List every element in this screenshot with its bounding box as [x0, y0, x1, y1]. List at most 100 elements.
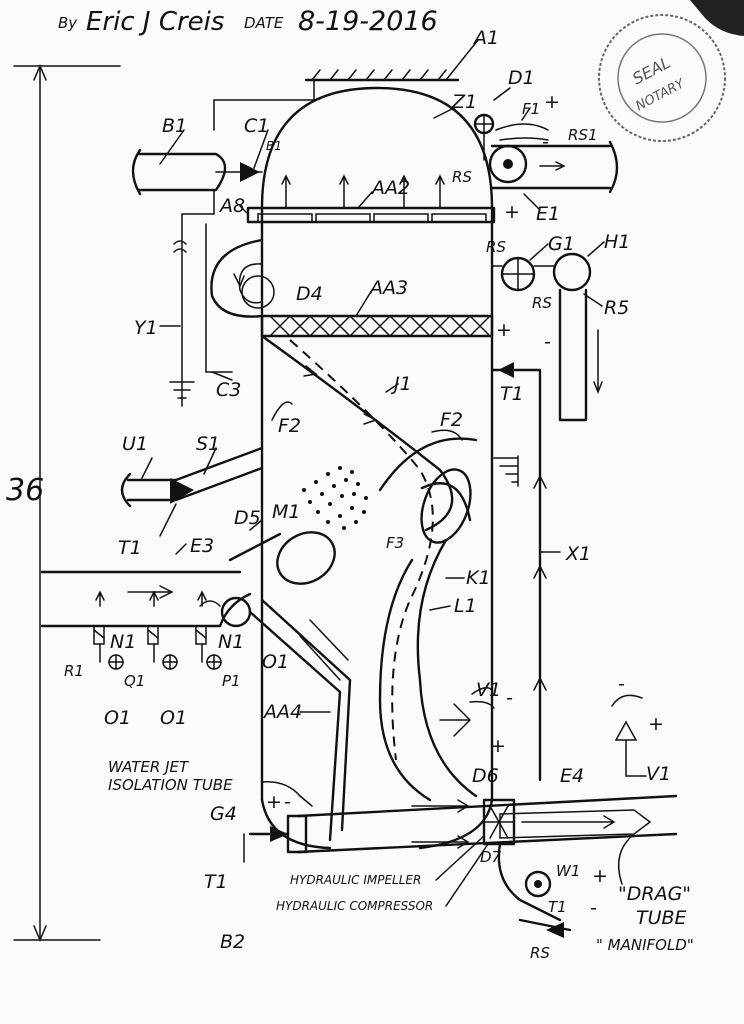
note-drag: "DRAG": [618, 883, 691, 905]
top-support-bar: [213, 39, 479, 131]
label-g1: G1: [548, 233, 575, 255]
label-e3: E3: [190, 535, 214, 557]
label-n1-a: N1: [110, 631, 136, 653]
filter-plate-aa2: [246, 174, 496, 224]
bubble-field-m1: [302, 466, 368, 530]
date-label: DATE: [244, 14, 284, 32]
label-k1: K1: [466, 567, 491, 589]
label-d1: D1: [508, 67, 535, 89]
label-t1-a: T1: [500, 383, 524, 405]
label-c3: C3: [216, 379, 241, 401]
label-f2: F2: [278, 415, 301, 437]
jet-pipe-e3: [40, 519, 352, 842]
notary-seal: SEAL NOTARY: [598, 14, 726, 142]
label-x1: X1: [565, 543, 591, 565]
label-v1-b: V1: [646, 763, 671, 785]
note-water-jet: WATER JET: [108, 758, 190, 776]
label-aa3: AA3: [368, 277, 408, 299]
label-p1: P1: [222, 672, 241, 690]
author-prefix: By: [58, 14, 78, 32]
label-c1: C1: [244, 115, 269, 137]
label-rs-b: RS: [486, 238, 506, 256]
label-b1-small: B1: [266, 139, 282, 153]
height-value: 36: [6, 473, 44, 508]
sign-plus-e1: +: [504, 201, 520, 223]
label-r5: R5: [604, 297, 629, 319]
label-s1: S1: [196, 433, 220, 455]
sign-plus-g4: +: [266, 791, 282, 813]
note-hydraulic-impeller: HYDRAULIC IMPELLER: [290, 873, 421, 887]
label-j1: J1: [390, 373, 412, 395]
label-rs-d: RS: [530, 944, 550, 962]
label-d4: D4: [296, 283, 323, 305]
label-aa2: AA2: [370, 177, 410, 199]
label-e4: E4: [560, 765, 584, 787]
sign-plus-v1-b: +: [648, 713, 664, 735]
nozzle-row-n1: [93, 590, 222, 670]
note-hydraulic-compressor: HYDRAULIC COMPRESSOR: [276, 899, 433, 913]
label-h1: H1: [604, 231, 630, 253]
label-aa4: AA4: [262, 701, 302, 723]
valve-v1-inner: [439, 687, 495, 737]
drag-tube-manifold: [243, 694, 678, 938]
label-t1-d: T1: [548, 898, 567, 916]
sign-minus-g4: -: [284, 791, 291, 813]
sign-plus-f1: +: [544, 91, 560, 113]
sign-plus-w1: +: [592, 865, 608, 887]
mesh-screen-aa3: [260, 289, 494, 338]
pointer-drag-tube: [617, 835, 633, 885]
sign-minus-g1: -: [544, 331, 551, 353]
label-w1: W1: [556, 862, 580, 880]
label-a8: A8: [218, 195, 245, 217]
injector-u1: [120, 446, 264, 537]
sign-plus-v1: +: [490, 735, 506, 757]
label-e1: E1: [536, 203, 560, 225]
label-o1-b: O1: [104, 707, 131, 729]
label-a1: A1: [472, 27, 499, 49]
sign-plus-g1: +: [496, 319, 512, 341]
label-r1: R1: [64, 662, 84, 680]
label-t1-b: T1: [118, 537, 142, 559]
label-y1: Y1: [134, 317, 158, 339]
pointer-impeller: [435, 835, 489, 907]
inlet-pipe-b1: [131, 129, 269, 196]
label-f1: F1: [522, 100, 540, 118]
note-isolation-tube: ISOLATION TUBE: [108, 776, 233, 794]
bypass-loop-d4: [210, 238, 275, 318]
label-t1-c: T1: [204, 871, 228, 893]
note-tube: TUBE: [636, 907, 687, 929]
label-f2-b: F2: [440, 409, 463, 431]
label-b1: B1: [162, 115, 187, 137]
label-l1: L1: [454, 595, 477, 617]
label-o1: O1: [262, 651, 289, 673]
scan-corner-shadow: [690, 0, 744, 36]
return-line-x1: [490, 362, 561, 782]
label-q1: Q1: [124, 672, 145, 690]
label-rs: RS: [452, 168, 472, 186]
sign-minus-v1: -: [506, 687, 513, 709]
internal-flow-paths: [260, 334, 478, 802]
height-dimension: 36: [6, 64, 121, 942]
label-u1: U1: [122, 433, 148, 455]
label-b2: B2: [220, 931, 245, 953]
pointer-isolation-tube: [261, 781, 301, 797]
label-g4: G4: [210, 803, 237, 825]
label-v1: V1: [476, 679, 501, 701]
sign-minus-e1: -: [542, 131, 549, 153]
author-signature: Eric J Creis: [86, 7, 224, 37]
reactor-tank: [260, 86, 494, 850]
sign-minus-w1: -: [590, 897, 597, 919]
y1-support: [159, 189, 233, 407]
label-o1-c: O1: [160, 707, 187, 729]
label-d5: D5: [234, 507, 261, 529]
label-z1: Z1: [451, 91, 477, 113]
label-d7: D7: [480, 848, 502, 866]
label-rs-c: RS: [532, 294, 552, 312]
label-n1-b: N1: [218, 631, 244, 653]
label-f3: F3: [386, 534, 404, 552]
sign-minus-v1-b: -: [618, 673, 625, 695]
label-m1: M1: [272, 501, 300, 523]
note-manifold: " MANIFOLD": [596, 936, 694, 954]
gauge-g1-h1: [491, 241, 605, 422]
